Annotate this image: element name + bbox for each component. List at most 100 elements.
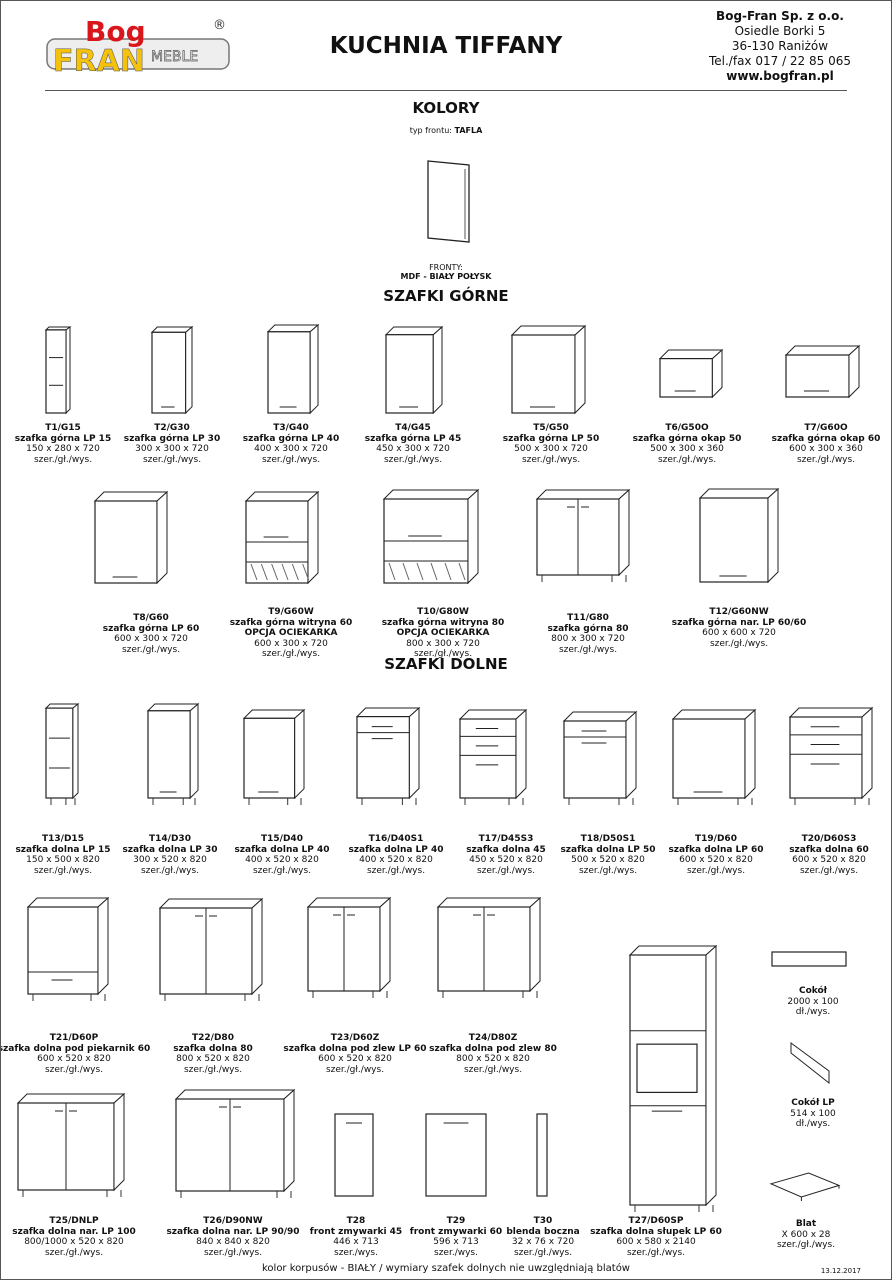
cabinet-drawing — [266, 323, 320, 415]
item-dimensions: 800 x 300 x 720 — [551, 634, 625, 644]
item-name: szafka dolna 60 — [789, 844, 869, 855]
item-dimensions: 600 x 300 x 720 — [254, 638, 328, 649]
cabinet-drawing — [790, 1042, 830, 1085]
item-name: szafka dolna LP 15 — [15, 844, 111, 855]
item-code: T14/D30 — [149, 834, 191, 844]
cabinet-drawing — [44, 702, 80, 805]
item-code: T23/D60Z — [330, 1033, 380, 1043]
svg-text:MEBLE: MEBLE — [151, 49, 198, 65]
item-code: T13/D15 — [42, 834, 84, 844]
item-dimension-units: szer./gł./wys. — [366, 865, 426, 876]
item-dimension-units: szer./gł./wys. — [513, 1247, 573, 1258]
cabinet-drawing — [562, 710, 638, 805]
item-code: Blat — [795, 1219, 817, 1229]
item-dimension-units: szer./gł./wys. — [413, 649, 473, 659]
item-dimension-units: szer./gł./wys. — [33, 865, 93, 876]
cabinet-drawing — [784, 344, 861, 399]
cabinet-drawing — [384, 325, 444, 415]
item-code: T19/D60 — [695, 834, 737, 844]
item-dimensions: 800 x 520 x 820 — [456, 1054, 530, 1064]
item-name: szafka górna LP 45 — [364, 433, 462, 444]
item-code: T1/G15 — [45, 423, 81, 433]
item-dimension-units: szer./gł./wys. — [142, 454, 202, 465]
cabinet-drawing — [510, 324, 587, 415]
item-code: T3/G40 — [273, 423, 309, 433]
item-code: T6/G50O — [665, 423, 709, 433]
item-name: szafka górna witryna 60 — [229, 617, 353, 628]
item-code: T21/D60P — [49, 1033, 99, 1043]
item-dimension-units: dł./wys. — [795, 1007, 831, 1017]
item-name: szafka dolna pod piekarnik 60 — [0, 1043, 151, 1054]
item-dimensions: 840 x 840 x 820 — [196, 1237, 270, 1247]
item-dimension-units: szer./gł./wys. — [44, 1247, 104, 1258]
item-dimension-units: szer./gł./wys. — [140, 865, 200, 876]
item-name: szafka dolna LP 30 — [122, 844, 218, 855]
front-type-value: TAFLA — [454, 126, 483, 135]
company-name: Bog-Fran Sp. z o.o. — [716, 9, 844, 23]
item-code: T7/G60O — [804, 423, 848, 433]
item-name: szafka górna LP 60 — [102, 623, 200, 634]
item-dimension-units: szer./gł./wys. — [325, 1064, 385, 1075]
cabinet-drawing — [458, 708, 528, 805]
item-code: T10/G80W — [417, 607, 469, 617]
item-dimensions: 600 x 300 x 720 — [114, 634, 188, 644]
item-name: szafka dolna LP 40 — [234, 844, 330, 855]
upper-cabinets-heading: SZAFKI GÓRNE — [383, 287, 509, 305]
item-name: szafka dolna słupek LP 60 — [590, 1226, 722, 1237]
item-dimension-units: szer./gł./wys. — [626, 1247, 686, 1258]
cabinet-drawing — [769, 1172, 841, 1201]
svg-text:Bog: Bog — [85, 15, 146, 48]
item-dimension-units: szer./gł./wys. — [686, 865, 746, 876]
item-dimensions: 500 x 300 x 360 — [650, 444, 724, 454]
item-dimension-units: szer./gł./wys. — [799, 865, 859, 876]
cabinet-drawing — [44, 326, 72, 415]
item-dimensions: 400 x 520 x 820 — [359, 855, 433, 865]
fronts-value: MDF - BIAŁY POŁYSK — [400, 272, 492, 281]
item-code: T26/D90NW — [203, 1216, 263, 1226]
item-dimension-units: szer./gł./wys. — [44, 1064, 104, 1075]
cabinet-drawing — [150, 325, 194, 415]
item-name: szafka górna nar. LP 60/60 — [671, 617, 807, 628]
colors-heading: KOLORY — [412, 99, 480, 117]
item-dimensions: 300 x 300 x 720 — [135, 444, 209, 454]
item-name: szafka górna okap 50 — [632, 433, 742, 444]
item-code: T28 — [346, 1216, 366, 1226]
item-dimensions: 800 x 520 x 820 — [176, 1054, 250, 1064]
item-dimension-units: szer./gł./wys. — [521, 454, 581, 465]
company-website[interactable]: www.bogfran.pl — [726, 69, 834, 83]
item-dimension-units: szer./gł./wys. — [121, 644, 181, 655]
item-dimension-units: szer./gł./wys. — [776, 1240, 836, 1250]
item-dimensions: 800 x 300 x 720 — [406, 638, 480, 649]
front-type-label: typ frontu: — [409, 126, 452, 135]
item-dimensions: 150 x 500 x 820 — [26, 855, 100, 865]
cabinet-drawing — [334, 1113, 374, 1197]
cabinet-drawing — [355, 706, 421, 805]
cabinet-drawing — [658, 348, 724, 399]
item-dimensions: 500 x 300 x 720 — [514, 444, 588, 454]
item-code: T11/G80 — [567, 613, 609, 623]
cabinet-drawing — [382, 488, 480, 585]
item-dimensions: 600 x 520 x 820 — [679, 855, 753, 865]
item-dimensions: 400 x 520 x 820 — [245, 855, 319, 865]
fronts-label: FRONTY: — [429, 263, 463, 272]
item-name: szafka dolna nar. LP 90/90 — [166, 1226, 300, 1237]
item-dimensions: 596 x 713 — [433, 1237, 479, 1247]
item-code: T8/G60 — [133, 613, 169, 623]
front-panel-sample — [427, 160, 470, 243]
cabinet-drawing — [628, 944, 718, 1212]
document-date: 13.12.2017 — [820, 1267, 861, 1275]
